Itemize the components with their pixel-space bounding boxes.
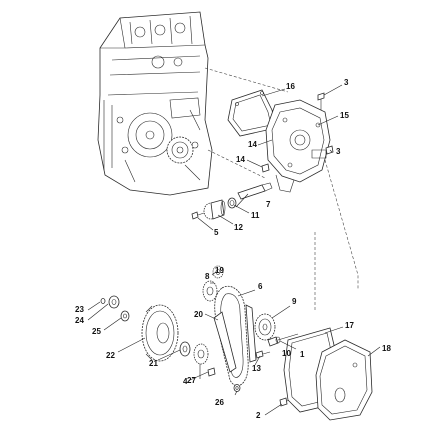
- bolt-3-top: [317, 92, 325, 110]
- alignment-line: [324, 159, 359, 290]
- gear-12: [203, 199, 226, 220]
- callout-26: 26: [215, 398, 224, 407]
- bolt-14: [261, 163, 270, 173]
- chain-guide-20: [213, 304, 257, 373]
- alignment-line: [204, 67, 289, 93]
- callout-24: 24: [75, 316, 84, 325]
- seal-11: [227, 197, 237, 209]
- bolt-4: [207, 367, 216, 377]
- callout-11: 11: [251, 211, 260, 220]
- callout-9: 9: [292, 297, 297, 306]
- callout-15: 15: [340, 111, 349, 120]
- front-housing-15: [265, 99, 331, 193]
- callout-22: 22: [106, 351, 115, 360]
- callout-7: 7: [266, 200, 271, 209]
- gear-9: [254, 313, 276, 341]
- washer-26: [233, 384, 241, 392]
- callout-10: 10: [282, 349, 291, 358]
- callout-13: 13: [252, 364, 261, 373]
- crank-gear-22: [141, 304, 179, 362]
- callout-21: 21: [149, 359, 158, 368]
- callout-14-a: 14: [248, 140, 257, 149]
- bushing-25: [120, 310, 130, 322]
- bolt-13: [255, 350, 271, 359]
- bolt-3-right: [325, 145, 334, 155]
- callout-1: 1: [300, 350, 305, 359]
- sprocket-27: [193, 343, 209, 365]
- callout-12: 12: [234, 223, 243, 232]
- callout-3-top: 3: [344, 78, 349, 87]
- callout-25: 25: [92, 327, 101, 336]
- sprocket-19: [202, 280, 218, 302]
- alignment-line: [207, 149, 266, 179]
- callout-labels: 1 2 3 3 4 5 6 7 8 9 10 11 12 13 14 14 15…: [75, 78, 391, 420]
- callout-3-right: 3: [336, 147, 341, 156]
- callout-14-b: 14: [236, 155, 245, 164]
- callout-20: 20: [194, 310, 203, 319]
- bushing-23: [100, 298, 106, 304]
- engine-block: [97, 11, 213, 196]
- timing-cover-18: [315, 339, 373, 421]
- callout-8: 8: [205, 272, 210, 281]
- leader-lines: [87, 84, 381, 416]
- bushing-24: [108, 295, 120, 309]
- callout-16: 16: [286, 82, 295, 91]
- callout-18: 18: [382, 344, 391, 353]
- callout-5: 5: [214, 228, 219, 237]
- callout-27: 27: [187, 376, 196, 385]
- shaft-7: [237, 182, 273, 200]
- camshaft-gear: [166, 136, 194, 164]
- callout-4: 4: [183, 377, 188, 386]
- callout-23: 23: [75, 305, 84, 314]
- callout-2: 2: [256, 411, 261, 420]
- bolt-5: [191, 211, 205, 220]
- hub-21: [179, 341, 191, 357]
- callout-17: 17: [345, 321, 354, 330]
- pin-10: [267, 336, 281, 347]
- callout-19: 19: [215, 266, 224, 275]
- callout-6: 6: [258, 282, 263, 291]
- timing-chain-6: [214, 285, 249, 386]
